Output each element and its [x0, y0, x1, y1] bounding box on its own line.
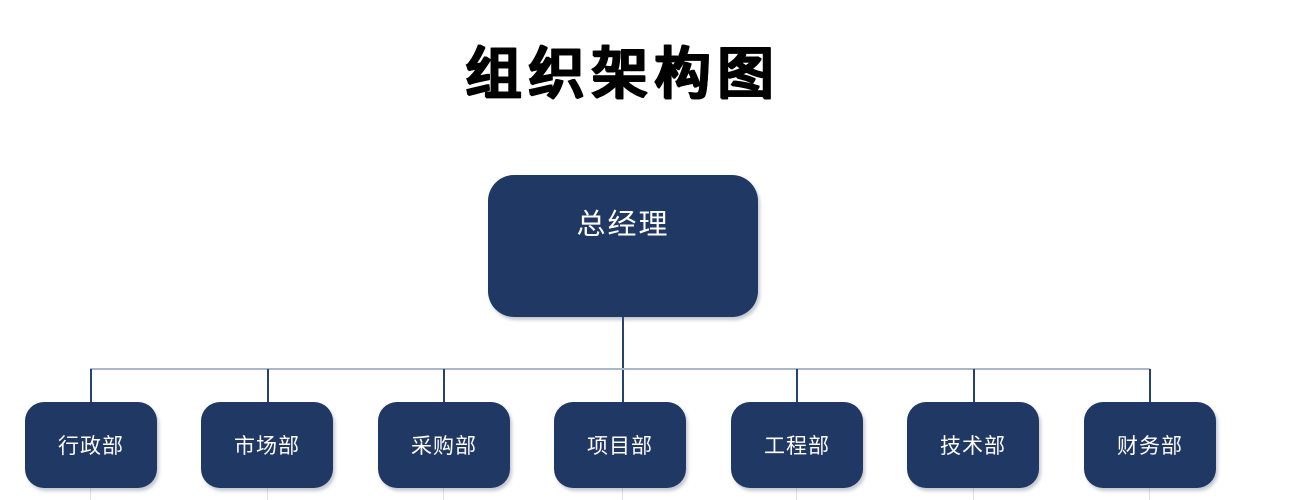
org-node-department: 市场部 — [201, 402, 333, 488]
org-node-department: 项目部 — [554, 402, 686, 488]
connector-stub — [90, 488, 91, 500]
connector-drop — [267, 369, 269, 402]
org-node-root: 总经理 — [488, 175, 758, 317]
connector-horizontal-rail — [90, 368, 1150, 370]
connector-stub — [1149, 488, 1150, 500]
org-node-department: 工程部 — [731, 402, 863, 488]
connector-stub — [267, 488, 268, 500]
chart-title: 组织架构图 — [465, 42, 781, 107]
org-node-department: 采购部 — [378, 402, 510, 488]
connector-drop — [90, 369, 92, 402]
connector-root-vertical — [622, 317, 624, 402]
connector-stub — [796, 488, 797, 500]
connector-drop — [1149, 369, 1151, 402]
connector-stub — [622, 488, 623, 500]
org-node-department: 技术部 — [907, 402, 1039, 488]
connector-drop — [443, 369, 445, 402]
connector-drop — [973, 369, 975, 402]
org-node-department: 财务部 — [1084, 402, 1216, 488]
connector-drop — [796, 369, 798, 402]
connector-stub — [443, 488, 444, 500]
connector-stub — [973, 488, 974, 500]
org-node-department: 行政部 — [25, 402, 157, 488]
